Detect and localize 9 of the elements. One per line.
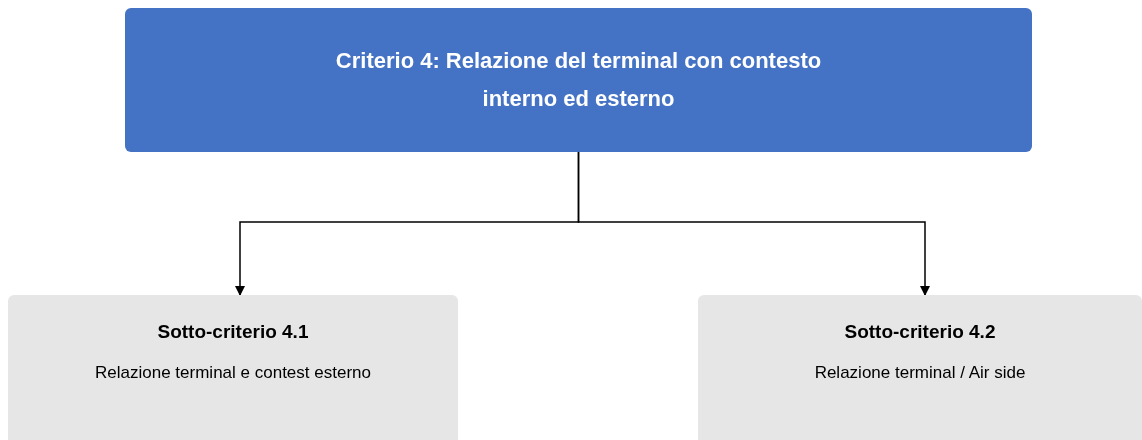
subcriterion-box [8, 295, 458, 440]
subcriterion-title: Sotto-criterio 4.2 [844, 321, 996, 343]
subcriterion-box [698, 295, 1142, 440]
heading-box [125, 8, 1032, 152]
subcriterion-description: Relazione terminal / Air side [814, 363, 1026, 383]
subcriterion-description: Relazione terminal e contest esterno [95, 363, 371, 383]
heading-text: Criterio 4: Relazione del terminal con contesto interno ed esterno [334, 47, 823, 113]
subcriterion-title: Sotto-criterio 4.1 [157, 321, 309, 343]
connector-arrow [577, 151, 930, 296]
